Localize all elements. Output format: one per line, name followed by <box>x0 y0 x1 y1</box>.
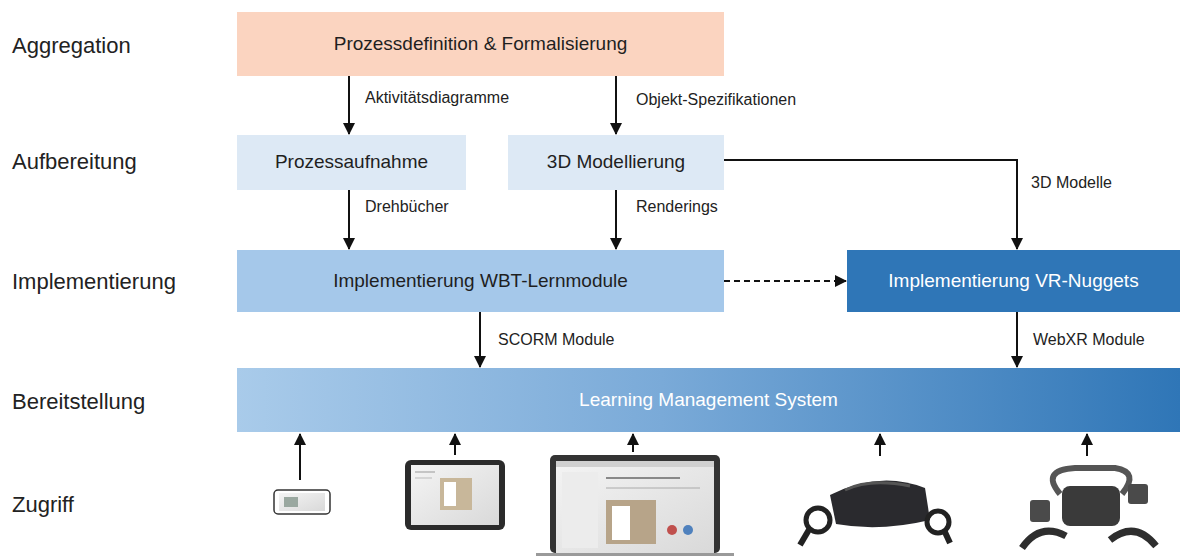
process-box: Implementierung WBT-Lernmodule <box>237 250 724 312</box>
arrow-connector <box>348 190 350 249</box>
tablet-icon <box>405 460 505 530</box>
edge-label: SCORM Module <box>495 331 617 349</box>
process-box: Prozessdefinition & Formalisierung <box>237 12 724 76</box>
node-text: Implementierung WBT-Lernmodule <box>325 270 636 293</box>
vr-headset-icon <box>800 463 952 545</box>
arrow-connector <box>1016 312 1018 367</box>
node-text: Prozessaufnahme <box>267 151 436 174</box>
vr-headset-index-icon <box>1012 460 1162 556</box>
layer-label: Aufbereitung <box>12 149 137 175</box>
layer-label: Implementierung <box>12 269 176 295</box>
edge-label: Aktivitätsdiagramme <box>362 89 512 107</box>
edge-label: Drehbücher <box>362 198 452 216</box>
platform-band: Learning Management System <box>237 368 1180 432</box>
edge-label: WebXR Module <box>1030 331 1148 349</box>
dashed-connector <box>724 280 846 282</box>
arrow-connector <box>348 76 350 134</box>
edge-label: Objekt-Spezifikationen <box>633 91 799 109</box>
edge-label: 3D Modelle <box>1028 174 1115 192</box>
arrow-connector <box>479 312 481 367</box>
laptop-icon <box>536 455 734 556</box>
process-box: Implementierung VR-Nuggets <box>847 250 1180 312</box>
process-box: 3D Modellierung <box>508 135 724 190</box>
layer-label: Bereitstellung <box>12 389 145 415</box>
arrow-connector <box>615 76 617 134</box>
process-box: Prozessaufnahme <box>237 135 466 190</box>
layer-label: Aggregation <box>12 33 131 59</box>
edge-label: Renderings <box>633 198 721 216</box>
node-text: Learning Management System <box>571 389 846 412</box>
smartphone-icon <box>274 490 330 514</box>
node-text: Prozessdefinition & Formalisierung <box>326 33 636 56</box>
arrow-connector <box>724 160 1017 249</box>
node-text: 3D Modellierung <box>539 151 693 174</box>
node-text: Implementierung VR-Nuggets <box>880 270 1146 293</box>
arrow-connector <box>615 190 617 249</box>
layer-label: Zugriff <box>12 492 74 518</box>
